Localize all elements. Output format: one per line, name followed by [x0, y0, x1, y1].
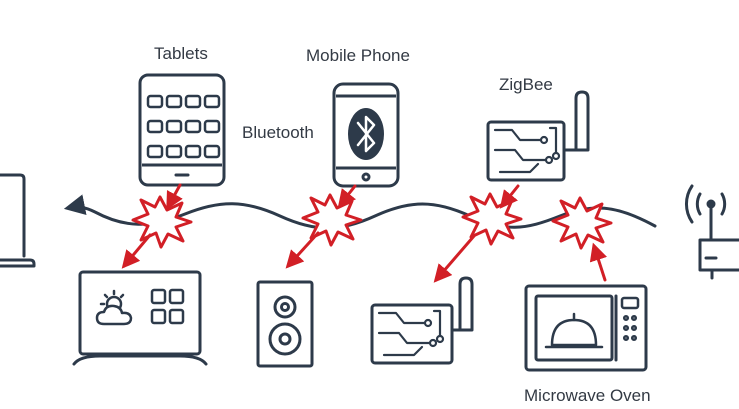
- mobile-phone-icon: [332, 82, 400, 188]
- tablet-icon: [138, 73, 226, 187]
- arrow-phone-to-burst: [337, 184, 357, 208]
- wifi-router-icon: [685, 184, 739, 280]
- arrow-burst-to-zigbee: [433, 234, 476, 283]
- label-tablets: Tablets: [154, 44, 208, 63]
- arrow-microwave-to-burst: [589, 242, 607, 282]
- zigbee-module-bottom-icon: [370, 276, 474, 365]
- interference-burst-1: [131, 195, 193, 249]
- smart-tv-icon: [72, 270, 208, 366]
- laptop-icon: [0, 173, 36, 268]
- arrow-zigbee-to-burst: [499, 184, 520, 209]
- speaker-icon: [256, 280, 314, 368]
- label-bluetooth: Bluetooth: [242, 123, 314, 142]
- interference-burst-2: [301, 193, 363, 247]
- interference-arrows: [121, 183, 607, 283]
- label-zigbee: ZigBee: [499, 75, 553, 94]
- arrow-tablet-to-burst: [166, 183, 183, 211]
- label-mobile-phone: Mobile Phone: [306, 46, 410, 65]
- microwave-oven-icon: [524, 284, 648, 372]
- arrow-burst-to-speaker: [285, 231, 320, 269]
- label-microwave-oven: Microwave Oven: [524, 386, 651, 405]
- interference-burst-4: [551, 196, 613, 250]
- arrow-burst-to-tv: [121, 233, 152, 269]
- bluetooth-icon: [348, 108, 384, 160]
- zigbee-module-icon: [486, 90, 590, 182]
